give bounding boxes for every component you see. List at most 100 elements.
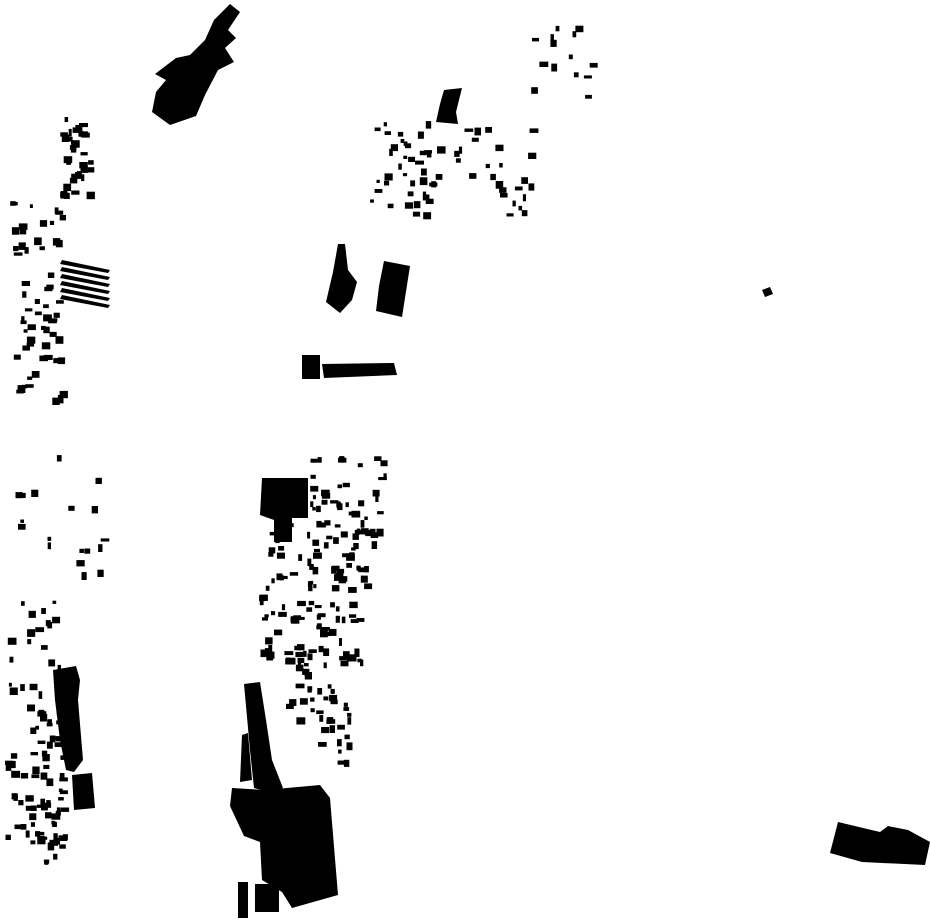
small-building: [338, 457, 347, 463]
small-building: [11, 793, 18, 800]
small-building: [34, 311, 42, 316]
small-building: [312, 539, 320, 546]
small-building: [52, 600, 57, 604]
small-building: [326, 535, 333, 540]
small-building: [48, 320, 57, 324]
small-building: [346, 654, 356, 662]
small-building: [31, 371, 40, 378]
small-building: [286, 703, 294, 709]
small-building: [79, 162, 88, 169]
small-building: [278, 546, 285, 551]
small-building: [464, 128, 474, 132]
row-building: [60, 281, 110, 294]
small-building: [43, 764, 50, 769]
small-building: [63, 192, 70, 196]
small-building: [356, 618, 365, 622]
small-building: [307, 531, 311, 539]
small-building: [10, 201, 16, 206]
small-building: [37, 835, 45, 840]
small-building: [312, 507, 316, 511]
small-building: [276, 573, 283, 581]
small-building: [539, 61, 549, 67]
small-building: [375, 494, 379, 502]
small-building: [298, 554, 303, 561]
small-building: [8, 682, 12, 687]
small-building: [360, 520, 365, 528]
small-building: [531, 87, 538, 94]
small-building: [59, 844, 66, 849]
small-building: [35, 725, 39, 730]
small-building: [310, 708, 315, 713]
small-building: [57, 395, 64, 401]
small-building: [284, 651, 294, 656]
small-building: [374, 456, 382, 461]
small-building: [348, 587, 357, 593]
small-building: [21, 281, 30, 286]
small-building: [27, 629, 36, 637]
small-building: [34, 299, 40, 304]
small-building: [43, 326, 50, 334]
small-building: [512, 200, 516, 207]
small-building: [291, 616, 300, 624]
small-building: [431, 181, 437, 188]
small-building: [63, 156, 73, 164]
small-building: [334, 524, 341, 528]
small-building: [57, 664, 61, 671]
small-building: [46, 722, 53, 727]
small-building: [378, 477, 387, 481]
small-building: [265, 585, 270, 591]
small-building: [79, 548, 84, 553]
small-building: [268, 644, 273, 653]
small-building: [354, 529, 364, 535]
small-building: [339, 638, 342, 646]
small-building: [21, 601, 25, 606]
small-building: [30, 727, 37, 734]
small-building: [269, 531, 276, 536]
small-building: [377, 511, 384, 515]
small-building: [383, 473, 387, 480]
small-building: [30, 805, 37, 811]
small-building: [281, 604, 286, 611]
small-building: [26, 336, 36, 344]
small-building: [341, 616, 346, 624]
small-building: [421, 168, 427, 176]
small-building: [404, 202, 414, 209]
small-building: [49, 331, 57, 337]
small-building: [295, 651, 304, 658]
small-building: [330, 602, 335, 608]
small-building: [38, 691, 43, 699]
small-building: [41, 342, 51, 350]
small-building: [321, 491, 327, 496]
small-building: [20, 519, 24, 523]
small-building: [364, 566, 369, 573]
small-building: [274, 629, 283, 636]
small-building: [314, 548, 320, 553]
small-building: [21, 384, 28, 389]
small-building: [506, 213, 514, 217]
small-building: [295, 664, 304, 672]
small-building: [17, 385, 26, 393]
small-building: [312, 495, 316, 500]
small-building: [327, 684, 332, 689]
small-building: [343, 651, 350, 659]
small-building: [390, 144, 398, 152]
building-block: [238, 882, 248, 918]
small-building: [10, 753, 18, 759]
small-building: [551, 63, 558, 72]
small-building: [310, 697, 315, 702]
building-north-east: [436, 88, 462, 124]
small-building: [310, 485, 319, 492]
small-building: [320, 629, 328, 638]
small-building: [521, 177, 528, 184]
building-block: [255, 884, 279, 912]
small-building: [490, 173, 496, 181]
small-building: [31, 774, 40, 779]
small-building: [44, 286, 53, 292]
small-building: [80, 131, 88, 137]
small-building: [387, 203, 394, 209]
small-building: [298, 616, 305, 620]
small-building: [306, 607, 313, 612]
small-building: [31, 489, 39, 497]
small-building: [469, 173, 477, 179]
small-building: [316, 710, 324, 715]
